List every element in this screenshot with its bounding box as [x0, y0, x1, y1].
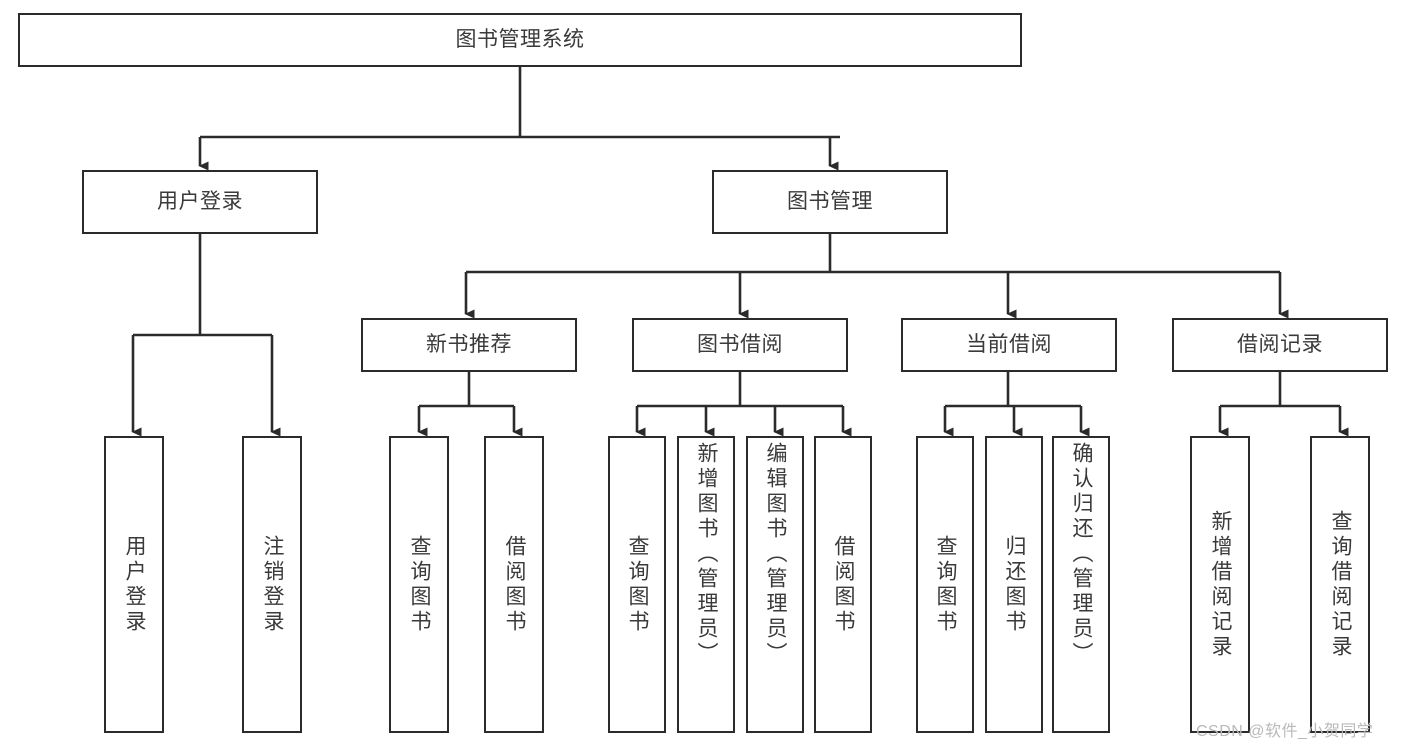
leaf-query-book-newbook[interactable]: 查询图书: [389, 436, 449, 733]
leaf-edit-book-admin[interactable]: 编辑图书（管理员）: [746, 436, 804, 733]
leaf-query-book-newbook-label: 查询图书: [408, 534, 432, 635]
leaf-borrow-book-newbook-label: 借阅图书: [503, 534, 527, 635]
leaf-add-book-admin-label: 新增图书（管理员）: [695, 442, 719, 667]
leaf-confirm-return-admin-label: 确认归还（管理员）: [1070, 442, 1094, 667]
leaf-query-book-current[interactable]: 查询图书: [916, 436, 974, 733]
leaf-add-borrow-record[interactable]: 新增借阅记录: [1190, 436, 1250, 733]
leaf-edit-book-admin-label: 编辑图书（管理员）: [764, 442, 788, 667]
node-user-login[interactable]: 用户登录: [82, 170, 318, 234]
leaf-add-borrow-record-label: 新增借阅记录: [1209, 509, 1233, 660]
leaf-query-book-current-label: 查询图书: [934, 534, 958, 635]
node-book-borrow[interactable]: 图书借阅: [632, 318, 848, 372]
leaf-logout[interactable]: 注销登录: [242, 436, 302, 733]
leaf-confirm-return-admin[interactable]: 确认归还（管理员）: [1052, 436, 1110, 733]
leaf-user-login[interactable]: 用户登录: [104, 436, 164, 733]
node-book-management-label: 图书管理: [787, 190, 873, 214]
node-borrow-record[interactable]: 借阅记录: [1172, 318, 1388, 372]
node-root-label: 图书管理系统: [455, 28, 585, 52]
leaf-logout-label: 注销登录: [261, 534, 285, 635]
node-new-book-recommend[interactable]: 新书推荐: [361, 318, 577, 372]
leaf-query-book-borrow[interactable]: 查询图书: [608, 436, 666, 733]
node-book-management[interactable]: 图书管理: [712, 170, 948, 234]
leaf-borrow-book-borrow-label: 借阅图书: [832, 534, 856, 635]
leaf-user-login-label: 用户登录: [123, 534, 147, 635]
leaf-add-book-admin[interactable]: 新增图书（管理员）: [677, 436, 735, 733]
leaf-query-book-borrow-label: 查询图书: [626, 534, 650, 635]
node-new-book-recommend-label: 新书推荐: [426, 333, 512, 357]
watermark-text: CSDN @软件_小贺同学: [1196, 723, 1374, 740]
leaf-return-book[interactable]: 归还图书: [985, 436, 1043, 733]
leaf-query-borrow-record-label: 查询借阅记录: [1329, 509, 1353, 660]
node-borrow-record-label: 借阅记录: [1237, 333, 1323, 357]
leaf-borrow-book-borrow[interactable]: 借阅图书: [814, 436, 872, 733]
node-book-borrow-label: 图书借阅: [697, 333, 783, 357]
leaf-return-book-label: 归还图书: [1003, 534, 1027, 635]
leaf-query-borrow-record[interactable]: 查询借阅记录: [1310, 436, 1370, 733]
node-root[interactable]: 图书管理系统: [18, 13, 1022, 67]
node-current-borrow-label: 当前借阅: [966, 333, 1052, 357]
node-current-borrow[interactable]: 当前借阅: [901, 318, 1117, 372]
leaf-borrow-book-newbook[interactable]: 借阅图书: [484, 436, 544, 733]
node-user-login-label: 用户登录: [157, 190, 243, 214]
